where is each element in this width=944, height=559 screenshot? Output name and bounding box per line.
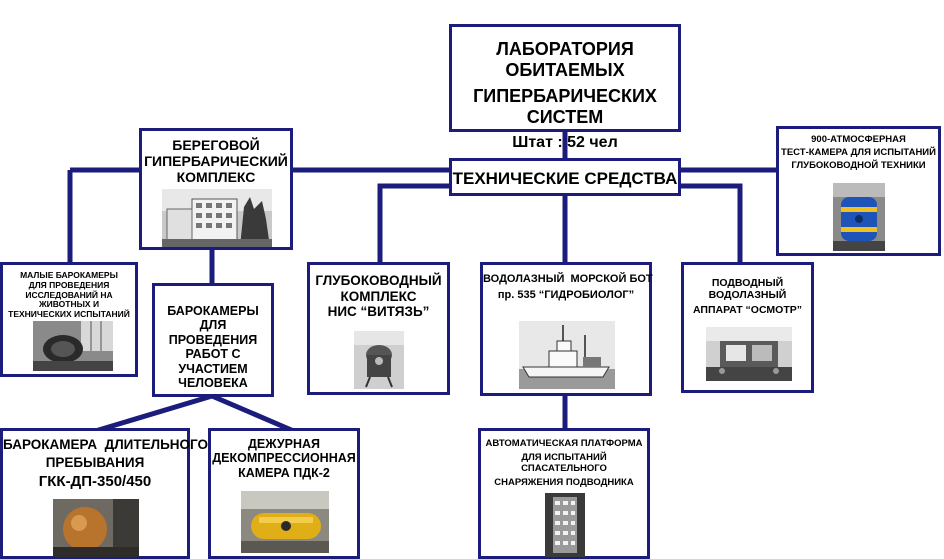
blue-chamber-photo-icon (833, 183, 885, 251)
connector-human-pdk (211, 393, 297, 435)
small-line4: ТЕХНИЧЕСКИХ ИСПЫТАНИЙ (8, 309, 130, 320)
pdk-line3: КАМЕРА ПДК-2 (238, 465, 330, 480)
coastal-complex-box: БЕРЕГОВОЙ ГИПЕРБАРИЧЕСКИЙ КОМПЛЕКС (139, 128, 293, 250)
building-photo-icon (162, 189, 272, 247)
longstay-line1: БАРОКАМЕРА ДЛИТЕЛЬНОГО (3, 437, 209, 452)
pdk-line1: ДЕЖУРНАЯ (247, 437, 320, 451)
platform-line1: АВТОМАТИЧЕСКАЯ ПЛАТФОРМА (485, 438, 643, 449)
longstay-line2: ПРЕБЫВАНИЯ (45, 454, 145, 470)
osmotr-line2: АППАРАТ “ОСМОТР” (692, 304, 803, 317)
human-line4: ЧЕЛОВЕКА (178, 375, 248, 390)
human-line3: РАБОТ С УЧАСТИЕМ (178, 347, 248, 376)
small-line2: ДЛЯ ПРОВЕДЕНИЯ (28, 279, 110, 290)
small-line3: ИССЛЕДОВАНИЙ НА ЖИВОТНЫХ И (25, 289, 113, 310)
human-line1: БАРОКАМЕРЫ (167, 304, 259, 318)
connector-osmotr (678, 183, 743, 264)
ship-photo-icon (519, 321, 615, 389)
test-line2: ТЕСТ-КАМЕРА ДЛЯ ИСПЫТАНИЙ (781, 146, 936, 158)
tech-means-box: ТЕХНИЧЕСКИЕ СРЕДСТВА (449, 158, 681, 196)
osmotr-vehicle-box: ПОДВОДНЫЙ ВОДОЛАЗНЫЙ АППАРАТ “ОСМОТР” (681, 262, 814, 393)
vityaz-complex-box: ГЛУБОКОВОДНЫЙ КОМПЛЕКС НИС “ВИТЯЗЬ” (307, 262, 450, 395)
lab-title-line2: ГИПЕРБАРИЧЕСКИХ СИСТЕМ (473, 86, 657, 128)
submersible-photo-icon (706, 327, 792, 381)
boat-line2: пр. 535 “ГИДРОБИОЛОГ” (497, 288, 635, 301)
machinery-photo-icon (33, 321, 113, 371)
osmotr-line1: ПОДВОДНЫЙ ВОДОЛАЗНЫЙ (708, 277, 787, 302)
human-line2: ДЛЯ ПРОВЕДЕНИЯ (168, 318, 258, 347)
coastal-line2: ГИПЕРБАРИЧЕСКИЙ (144, 153, 288, 170)
connector-vityaz (377, 183, 450, 264)
small-line1: МАЛЫЕ БАРОКАМЕРЫ (20, 270, 118, 280)
sphere-chamber-photo-icon (53, 499, 139, 557)
platform-line2: ДЛЯ ИСПЫТАНИЙ СПАСАТЕЛЬНОГО (521, 451, 607, 474)
longstay-line3: ГКК-ДП-350/450 (38, 473, 152, 491)
auto-platform-box: АВТОМАТИЧЕСКАЯ ПЛАТФОРМА ДЛЯ ИСПЫТАНИЙ С… (478, 428, 650, 559)
coastal-line1: БЕРЕГОВОЙ (172, 137, 260, 153)
pdk-line2: ДЕКОМПРЕССИОННАЯ (212, 451, 356, 466)
small-chambers-box: МАЛЫЕ БАРОКАМЕРЫ ДЛЯ ПРОВЕДЕНИЯ ИССЛЕДОВ… (0, 262, 138, 377)
diving-boat-box: ВОДОЛАЗНЫЙ МОРСКОЙ БОТ пр. 535 “ГИДРОБИО… (480, 262, 653, 396)
platform-photo-icon (545, 493, 585, 557)
coastal-line3: КОМПЛЕКС (176, 169, 256, 186)
lab-staff: Штат : 52 чел (512, 133, 618, 151)
pdk-chamber-box: ДЕЖУРНАЯ ДЕКОМПРЕССИОННАЯ КАМЕРА ПДК-2 (208, 428, 360, 559)
long-stay-chamber-box: БАРОКАМЕРА ДЛИТЕЛЬНОГО ПРЕБЫВАНИЯ ГКК-ДП… (0, 428, 209, 559)
lab-title-line1: ЛАБОРАТОРИЯ ОБИТАЕМЫХ (496, 39, 634, 80)
platform-line3: СНАРЯЖЕНИЯ ПОДВОДНИКА (494, 476, 634, 488)
diving-bell-photo-icon (354, 331, 404, 389)
connector-human-longstay (91, 393, 213, 435)
vityaz-line1: ГЛУБОКОВОДНЫЙ (315, 273, 442, 288)
tech-means-label: ТЕХНИЧЕСКИЕ СРЕДСТВА (452, 169, 678, 188)
vityaz-line3: НИС “ВИТЯЗЬ” (327, 304, 430, 320)
lab-title-box: ЛАБОРАТОРИЯ ОБИТАЕМЫХ ГИПЕРБАРИЧЕСКИХ СИ… (449, 24, 681, 151)
boat-line1: ВОДОЛАЗНЫЙ МОРСКОЙ БОТ (483, 273, 653, 285)
test-line3: ГЛУБОКОВОДНОЙ ТЕХНИКИ (791, 159, 926, 171)
yellow-chamber-photo-icon (241, 491, 329, 553)
test-line1: 900-АТМОСФЕРНАЯ (811, 134, 906, 145)
test-chamber-box: 900-АТМОСФЕРНАЯ ТЕСТ-КАМЕРА ДЛЯ ИСПЫТАНИ… (776, 126, 941, 256)
vityaz-line2: КОМПЛЕКС (340, 288, 417, 304)
human-chambers-box: БАРОКАМЕРЫ ДЛЯ ПРОВЕДЕНИЯ РАБОТ С УЧАСТИ… (152, 283, 274, 397)
